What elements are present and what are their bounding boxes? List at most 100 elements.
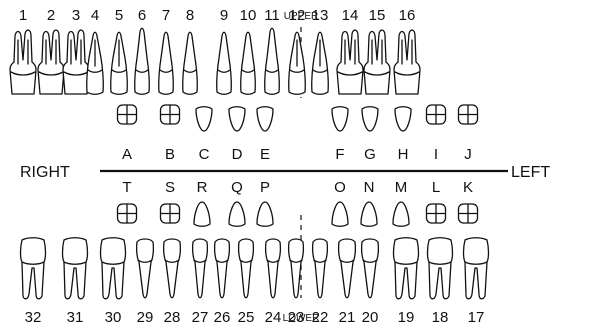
tooth-letter-C: C [199,146,210,163]
tooth-B [161,105,180,124]
tooth-letter-H: H [398,146,409,163]
tooth-number-2: 2 [47,7,55,24]
tooth-K [459,204,478,223]
tooth-24 [266,239,281,298]
tooth-number-19: 19 [398,309,415,326]
tooth-number-31: 31 [67,309,84,326]
tooth-M [393,202,409,226]
tooth-letter-Q: Q [231,179,243,196]
tooth-letter-N: N [364,179,375,196]
tooth-letter-K: K [463,179,473,196]
tooth-letter-I: I [434,146,438,163]
tooth-22 [313,239,328,298]
tooth-28 [164,239,181,298]
tooth-A [118,105,137,124]
tooth-letter-T: T [122,179,131,196]
tooth-number-9: 9 [220,7,228,24]
tooth-7 [159,32,174,94]
tooth-I [427,105,446,124]
tooth-S [161,204,180,223]
tooth-number-15: 15 [369,7,386,24]
tooth-number-6: 6 [138,7,146,24]
tooth-letter-E: E [260,146,270,163]
tooth-number-4: 4 [91,7,99,24]
tooth-letter-D: D [232,146,243,163]
tooth-1 [10,30,36,94]
tooth-D [229,107,245,131]
tooth-5 [111,32,128,94]
tooth-number-21: 21 [339,309,356,326]
tooth-14 [337,30,363,94]
tooth-letter-B: B [165,146,175,163]
left-label: LEFT [511,164,550,181]
tooth-Q [229,202,245,226]
tooth-number-1: 1 [19,7,27,24]
tooth-T [118,204,137,223]
tooth-25 [239,239,254,298]
tooth-number-7: 7 [162,7,170,24]
tooth-N [361,202,377,226]
tooth-number-5: 5 [115,7,123,24]
tooth-number-24: 24 [265,309,282,326]
tooth-4 [87,32,104,94]
tooth-number-11: 11 [264,7,280,24]
tooth-number-12: 12 [289,7,306,24]
tooth-20 [362,239,379,298]
tooth-number-25: 25 [238,309,255,326]
tooth-number-22: 22 [312,309,329,326]
right-label: RIGHT [20,164,70,181]
tooth-L [427,204,446,223]
tooth-O [332,202,348,226]
tooth-letter-F: F [335,146,344,163]
tooth-number-30: 30 [105,309,122,326]
tooth-G [362,107,378,131]
tooth-number-20: 20 [362,309,379,326]
tooth-number-32: 32 [25,309,42,326]
tooth-F [332,107,348,131]
tooth-letter-S: S [165,179,175,196]
tooth-number-8: 8 [186,7,194,24]
tooth-17 [464,238,489,299]
tooth-letter-A: A [122,146,132,163]
tooth-letter-P: P [260,179,270,196]
tooth-15 [364,30,390,94]
tooth-letter-R: R [197,179,208,196]
tooth-29 [137,239,154,298]
tooth-letter-J: J [464,146,472,163]
tooth-19 [394,238,419,299]
tooth-32 [21,238,46,299]
tooth-12 [289,32,306,94]
tooth-6 [135,28,150,94]
tooth-26 [215,239,230,298]
tooth-P [257,202,273,226]
tooth-J [459,105,478,124]
tooth-number-14: 14 [342,7,359,24]
tooth-number-3: 3 [72,7,80,24]
tooth-number-29: 29 [137,309,154,326]
tooth-H [395,107,411,131]
tooth-number-13: 13 [312,7,329,24]
tooth-R [194,202,210,226]
tooth-letter-O: O [334,179,346,196]
tooth-letter-G: G [364,146,376,163]
tooth-31 [63,238,88,299]
tooth-number-26: 26 [214,309,231,326]
tooth-30 [101,238,126,299]
tooth-number-17: 17 [468,309,485,326]
tooth-11 [265,28,280,94]
tooth-27 [193,239,208,298]
tooth-C [196,107,212,131]
tooth-number-18: 18 [432,309,449,326]
tooth-10 [241,32,256,94]
tooth-E [257,107,273,131]
tooth-9 [217,32,232,94]
tooth-number-27: 27 [192,309,209,326]
tooth-8 [183,32,198,94]
tooth-number-16: 16 [399,7,416,24]
tooth-number-10: 10 [240,7,257,24]
